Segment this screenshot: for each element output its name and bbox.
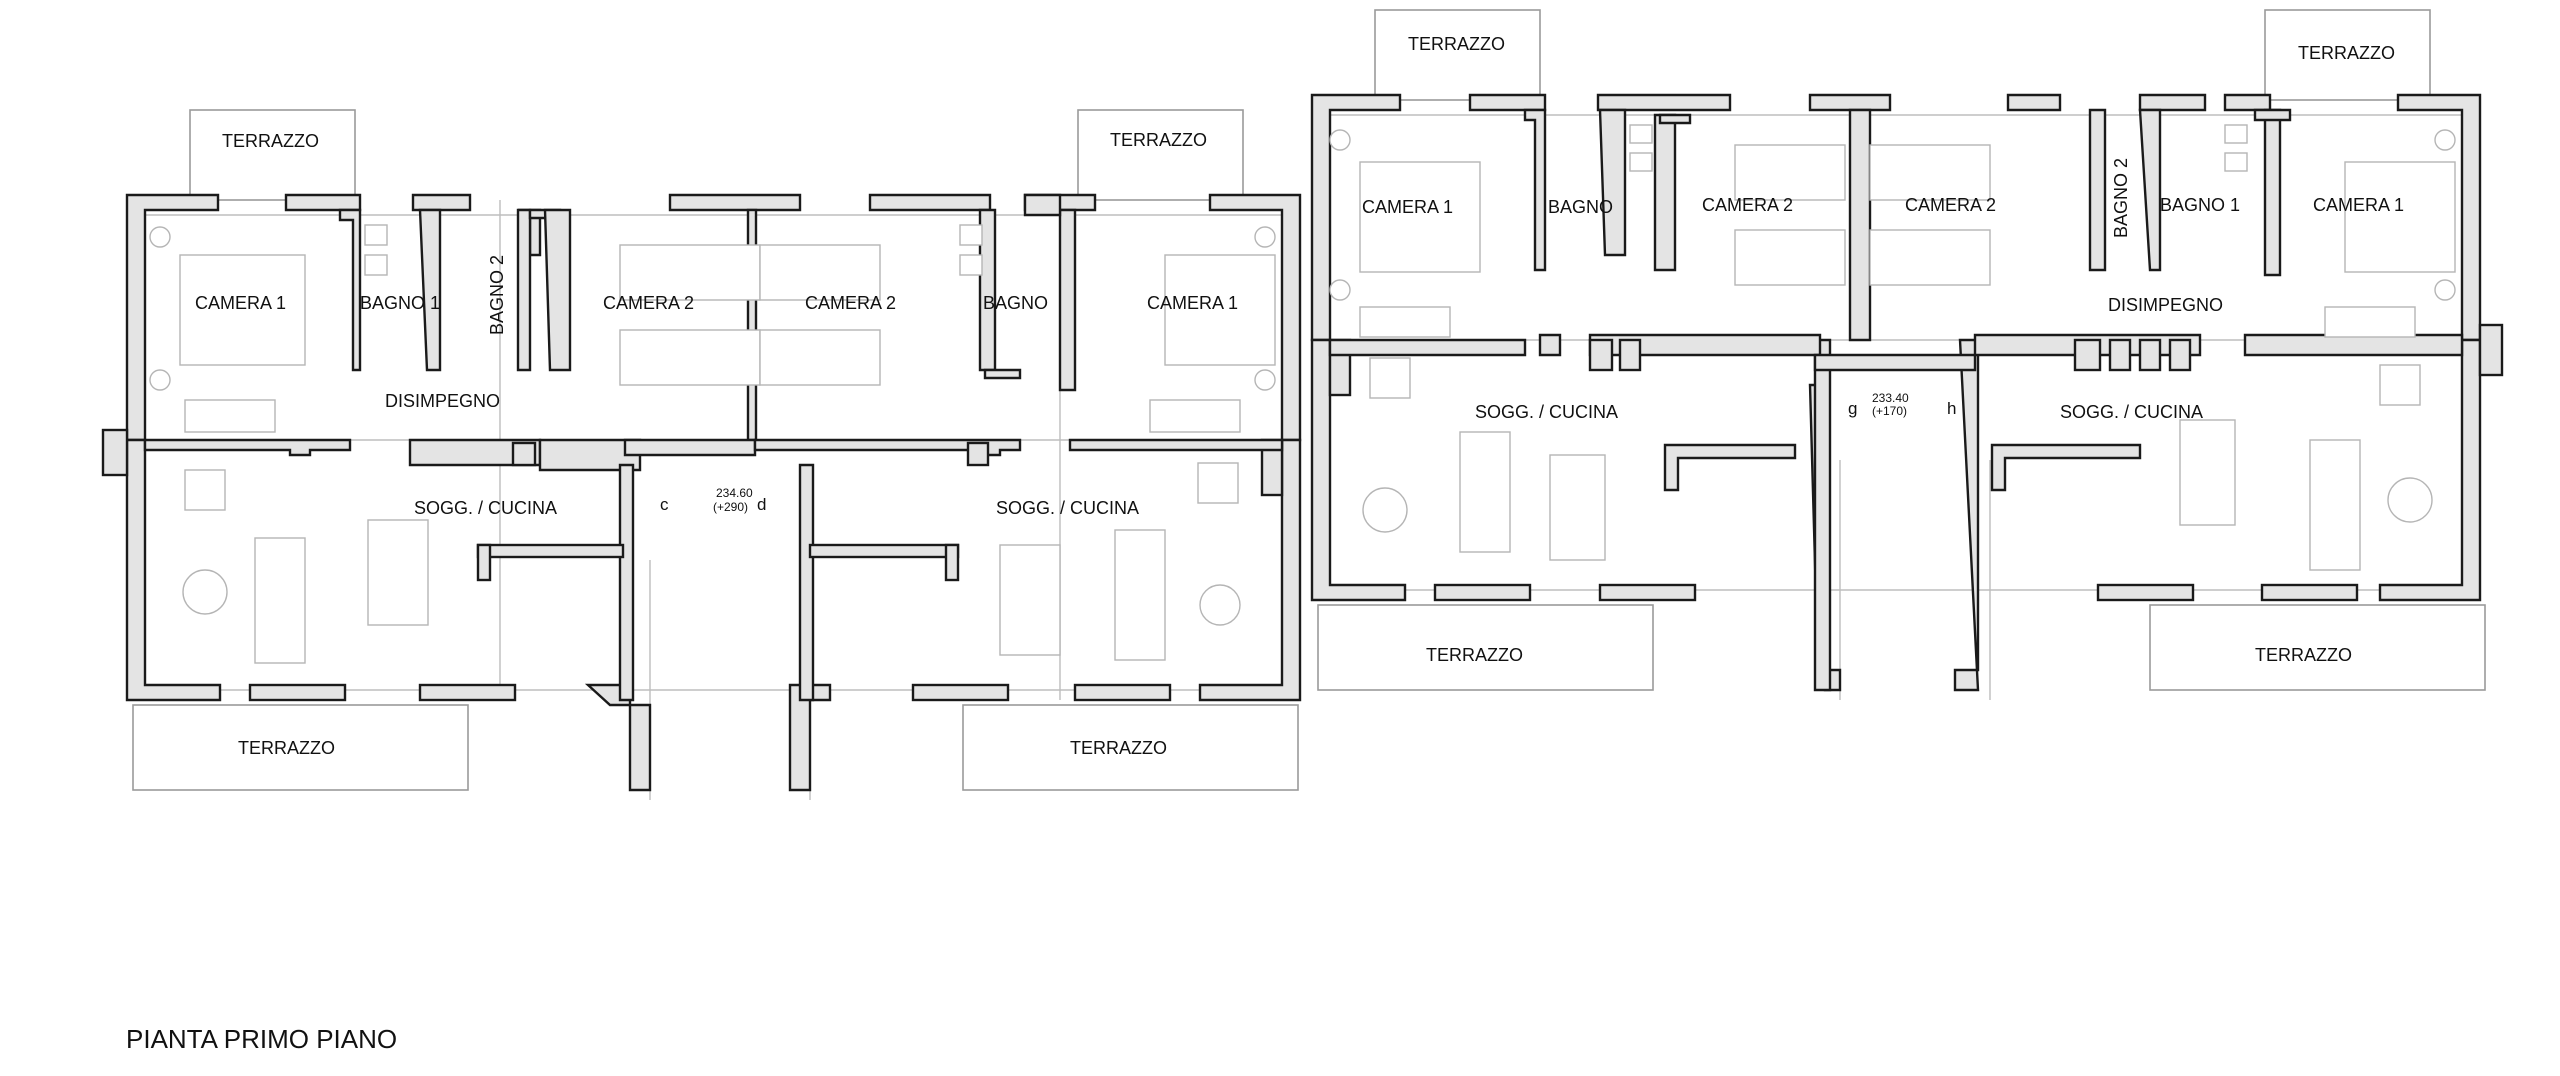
right-terrace-top-2-label: TERRAZZO (2298, 43, 2395, 63)
left-stair-offset: (+290) (713, 500, 748, 514)
left-camera1-b-label: CAMERA 1 (1147, 293, 1238, 313)
right-walls (1310, 93, 2504, 692)
left-soggiorno-b-label: SOGG. / CUCINA (996, 498, 1139, 518)
right-stair-level: 233.40 (1872, 391, 1909, 405)
right-soggiorno-a-label: SOGG. / CUCINA (1475, 402, 1618, 422)
left-camera2-a-label: CAMERA 2 (603, 293, 694, 313)
right-stair-mark-g: g (1848, 399, 1857, 418)
drawing-title: PIANTA PRIMO PIANO (126, 1024, 398, 1054)
right-camera1-b-label: CAMERA 1 (2313, 195, 2404, 215)
left-terrace-bottom-2-label: TERRAZZO (1070, 738, 1167, 758)
right-terrace-bottom-2-label: TERRAZZO (2255, 645, 2352, 665)
right-terrace-bottom-2 (2149, 604, 2486, 691)
right-stair-mark-h: h (1947, 399, 1956, 418)
left-labels: TERRAZZO TERRAZZO TERRAZZO TERRAZZO CAME… (195, 130, 1238, 758)
left-camera2-b-label: CAMERA 2 (805, 293, 896, 313)
left-building: TERRAZZO TERRAZZO TERRAZZO TERRAZZO CAME… (101, 109, 1302, 800)
left-soggiorno-a-label: SOGG. / CUCINA (414, 498, 557, 518)
right-camera1-a-label: CAMERA 1 (1362, 197, 1453, 217)
right-camera2-b-label: CAMERA 2 (1905, 195, 1996, 215)
right-terrace-top-2 (2264, 9, 2431, 101)
right-furniture (1329, 124, 2456, 571)
right-terrace-top-1 (1374, 9, 1541, 101)
right-bagno2-label: BAGNO 2 (2111, 158, 2131, 238)
left-bagno1-label: BAGNO 1 (360, 293, 440, 313)
right-stair-offset: (+170) (1872, 404, 1907, 418)
right-bagno1-label: BAGNO 1 (2160, 195, 2240, 215)
left-stair-level: 234.60 (716, 486, 753, 500)
left-terrace-top-1-label: TERRAZZO (222, 131, 319, 151)
left-bagno2-label: BAGNO 2 (487, 255, 507, 335)
left-disimpegno-label: DISIMPEGNO (385, 391, 500, 411)
right-labels: TERRAZZO TERRAZZO TERRAZZO TERRAZZO CAME… (1362, 34, 2404, 665)
right-camera2-a-label: CAMERA 2 (1702, 195, 1793, 215)
right-terrace-bottom-1 (1317, 604, 1654, 691)
right-terrace-bottom-1-label: TERRAZZO (1426, 645, 1523, 665)
left-terrace-top-2 (1077, 109, 1244, 201)
right-terrace-top-1-label: TERRAZZO (1408, 34, 1505, 54)
left-terrace-top-2-label: TERRAZZO (1110, 130, 1207, 150)
left-terrace-top-1 (189, 109, 356, 201)
left-stair-mark-c: c (660, 495, 669, 514)
right-soggiorno-b-label: SOGG. / CUCINA (2060, 402, 2203, 422)
left-furniture (149, 224, 1276, 664)
left-walls (101, 193, 1302, 792)
right-disimpegno-label: DISIMPEGNO (2108, 295, 2223, 315)
left-stair-mark-d: d (757, 495, 766, 514)
left-camera1-a-label: CAMERA 1 (195, 293, 286, 313)
right-building: TERRAZZO TERRAZZO TERRAZZO TERRAZZO CAME… (1310, 9, 2504, 700)
left-terrace-bottom-2 (962, 704, 1299, 791)
left-terrace-bottom-1 (132, 704, 469, 791)
left-bagno-label: BAGNO (983, 293, 1048, 313)
right-bagno-label: BAGNO (1548, 197, 1613, 217)
left-terrace-bottom-1-label: TERRAZZO (238, 738, 335, 758)
